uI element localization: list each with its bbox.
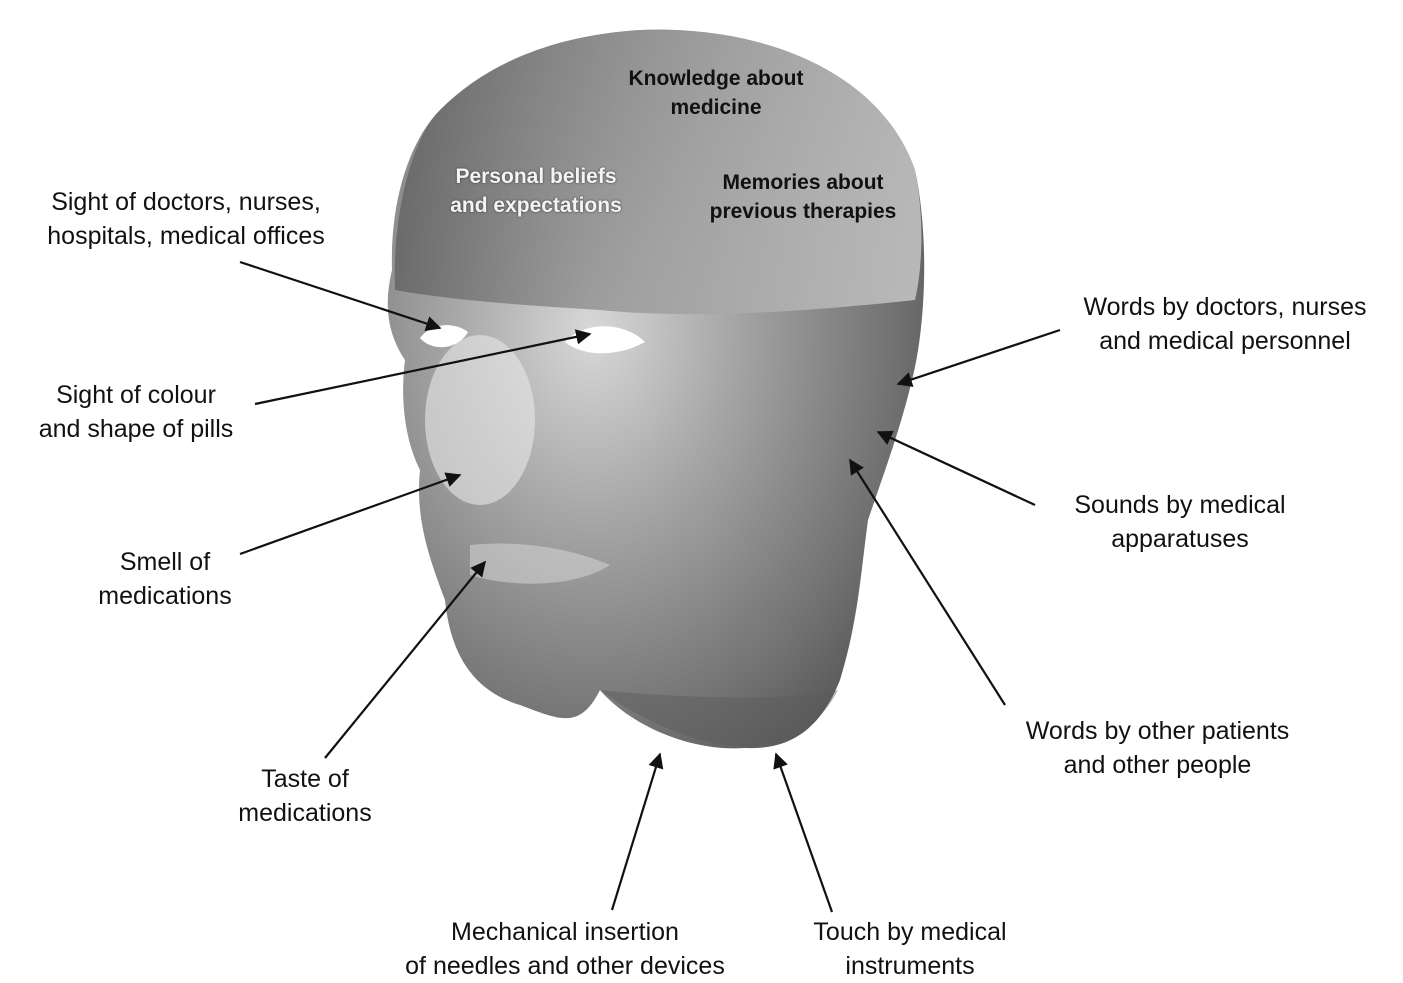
arrow-sounds — [878, 432, 1035, 505]
arrow-taste — [325, 562, 485, 758]
arrow-touch — [776, 754, 832, 912]
cheek-highlight — [425, 335, 535, 505]
arrow-words-patients — [850, 460, 1005, 705]
arrow-mechanical — [612, 754, 660, 910]
label-sight-doctors: Sight of doctors, nurses,hospitals, medi… — [0, 185, 372, 253]
arrow-words-doctors — [898, 330, 1060, 384]
